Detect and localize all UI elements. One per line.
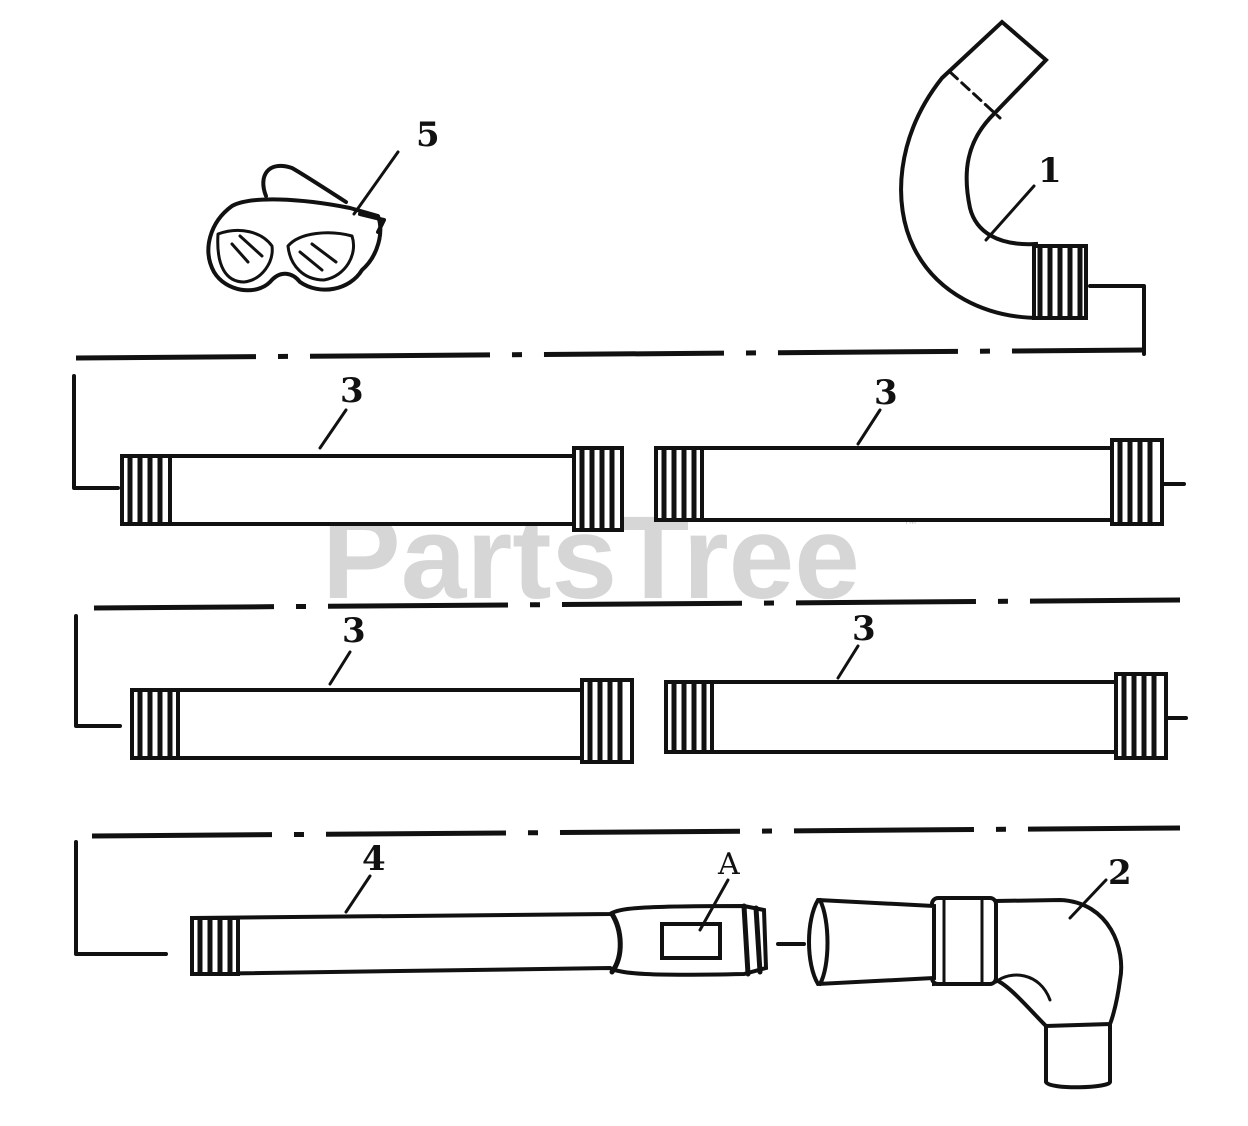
callout-3b: 3 xyxy=(874,373,898,413)
connection-line-4 xyxy=(74,840,168,956)
assembly-line-1 xyxy=(75,347,1145,361)
curved-upper-tube xyxy=(899,19,1088,321)
label-a-box xyxy=(660,922,722,960)
leader-line-3b xyxy=(856,408,882,446)
safety-goggles xyxy=(206,164,386,293)
leader-line-1 xyxy=(984,184,1036,242)
callout-4: 4 xyxy=(362,839,386,879)
leader-line-3c xyxy=(328,650,352,686)
leader-line-4 xyxy=(344,874,372,914)
connection-line-2 xyxy=(72,374,120,490)
assembly-line-2 xyxy=(93,597,1181,611)
extension-tube-4 xyxy=(664,672,1168,760)
connection-line-3 xyxy=(74,614,122,728)
leader-line-5 xyxy=(352,150,400,216)
callout-a: A xyxy=(717,847,740,882)
leader-line-3d xyxy=(836,644,860,680)
elbow-nozzle xyxy=(807,896,1124,1090)
extension-tube-1 xyxy=(120,446,624,532)
extension-tube-3 xyxy=(130,678,634,764)
callout-3a: 3 xyxy=(340,371,364,411)
connection-line-1 xyxy=(1088,284,1146,356)
callout-5: 5 xyxy=(416,115,440,155)
callout-3d: 3 xyxy=(852,609,876,649)
extension-tube-2 xyxy=(654,438,1164,526)
leader-line-2 xyxy=(1068,878,1108,920)
callout-2: 2 xyxy=(1108,853,1132,893)
nozzle-tube xyxy=(190,903,769,977)
assembly-line-3 xyxy=(91,825,1181,839)
callout-1: 1 xyxy=(1038,151,1062,191)
callout-3c: 3 xyxy=(342,611,366,651)
leader-line-a xyxy=(698,878,730,932)
leader-line-3a xyxy=(318,408,348,450)
